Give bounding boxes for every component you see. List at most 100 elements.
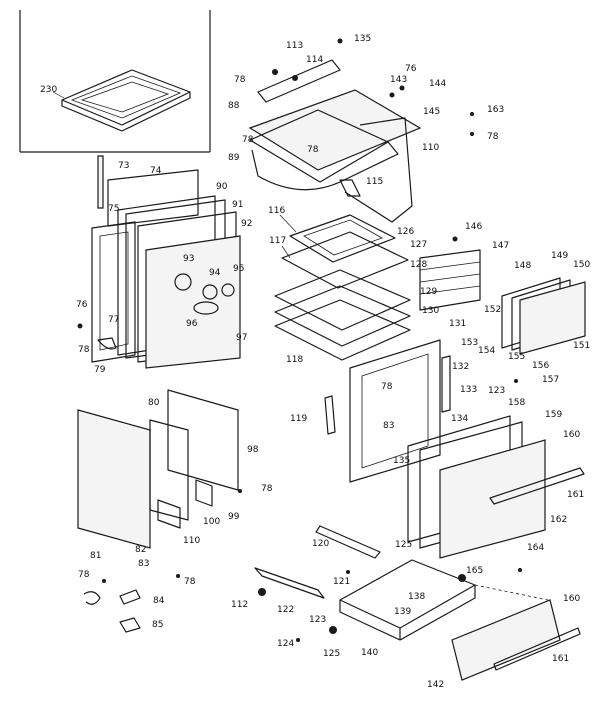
part-label-78h: 78 [78, 570, 90, 580]
oven-door [407, 379, 585, 559]
part-label-90: 90 [216, 182, 228, 192]
part-label-161b: 161 [552, 654, 569, 664]
part-label-113: 113 [286, 41, 303, 51]
part-label-114: 114 [306, 55, 323, 65]
part-label-140: 140 [361, 648, 378, 658]
part-label-132: 132 [452, 362, 469, 372]
part-label-78i: 78 [184, 577, 196, 587]
part-label-75: 75 [108, 204, 119, 214]
part-label-100: 100 [203, 517, 220, 527]
part-label-97: 97 [236, 333, 247, 343]
part-label-95: 95 [233, 264, 244, 274]
part-label-88: 88 [228, 101, 240, 111]
part-label-73: 73 [118, 161, 129, 171]
part-label-146: 146 [465, 222, 482, 232]
part-label-99: 99 [228, 512, 240, 522]
part-label-165: 165 [466, 566, 483, 576]
part-label-149: 149 [551, 251, 568, 261]
part-label-79: 79 [94, 365, 106, 375]
cooktop-assembly [248, 38, 474, 223]
part-label-164: 164 [527, 543, 544, 553]
part-label-125a: 125 [395, 540, 412, 550]
part-label-130: 130 [422, 306, 439, 316]
part-label-81: 81 [90, 551, 101, 561]
part-label-142: 142 [427, 680, 444, 690]
part-label-93: 93 [183, 254, 194, 264]
part-label-125b: 125 [323, 649, 340, 659]
part-label-121: 121 [333, 577, 350, 587]
part-label-115: 115 [366, 177, 383, 187]
part-label-148: 148 [514, 261, 531, 271]
part-label-89: 89 [228, 153, 240, 163]
part-label-110a: 110 [422, 143, 439, 153]
part-label-78e: 78 [78, 345, 90, 355]
part-label-135a: 135 [354, 34, 371, 44]
part-label-138: 138 [408, 592, 425, 602]
left-side-panel-assembly [77, 155, 241, 369]
part-label-80: 80 [148, 398, 160, 408]
part-label-85: 85 [152, 620, 163, 630]
part-label-78b: 78 [487, 132, 499, 142]
part-label-117: 117 [269, 236, 286, 246]
part-label-78f: 78 [381, 382, 393, 392]
part-label-154: 154 [478, 346, 495, 356]
part-label-131: 131 [449, 319, 466, 329]
part-label-91: 91 [232, 200, 243, 210]
part-label-83a: 83 [383, 421, 394, 431]
part-label-128: 128 [410, 260, 427, 270]
part-label-76a: 76 [405, 64, 417, 74]
part-label-160a: 160 [563, 430, 580, 440]
part-label-83b: 83 [138, 559, 149, 569]
part-label-98: 98 [247, 445, 259, 455]
part-label-110b: 110 [183, 536, 200, 546]
part-label-74: 74 [150, 166, 162, 176]
part-label-127: 127 [410, 240, 427, 250]
part-label-145: 145 [423, 107, 440, 117]
part-label-116: 116 [268, 206, 285, 216]
part-label-150: 150 [573, 260, 590, 270]
broiler-pan-inset [19, 10, 211, 153]
part-label-123b: 123 [309, 615, 326, 625]
part-label-82: 82 [135, 545, 146, 555]
part-label-122: 122 [277, 605, 294, 615]
part-label-158: 158 [508, 398, 525, 408]
part-label-78g: 78 [261, 484, 273, 494]
part-label-96: 96 [186, 319, 198, 329]
part-label-123a: 123 [488, 386, 505, 396]
part-label-163: 163 [487, 105, 504, 115]
part-label-112: 112 [231, 600, 248, 610]
part-label-230: 230 [40, 85, 57, 95]
part-label-119: 119 [290, 414, 307, 424]
part-label-144: 144 [429, 79, 446, 89]
part-label-78d: 78 [307, 145, 319, 155]
part-label-152: 152 [484, 305, 501, 315]
part-label-160b: 160 [563, 594, 580, 604]
part-label-139: 139 [394, 607, 411, 617]
part-label-92: 92 [241, 219, 252, 229]
part-label-120: 120 [312, 539, 329, 549]
part-label-129: 129 [420, 287, 437, 297]
part-label-161a: 161 [567, 490, 584, 500]
part-label-77: 77 [108, 315, 119, 325]
part-label-118: 118 [286, 355, 303, 365]
part-label-147: 147 [492, 241, 509, 251]
part-label-134: 134 [451, 414, 468, 424]
part-label-78a: 78 [234, 75, 246, 85]
part-label-159: 159 [545, 410, 562, 420]
part-label-155: 155 [508, 352, 525, 362]
part-label-133: 133 [460, 385, 477, 395]
broiler-pan [61, 69, 191, 132]
part-label-157: 157 [542, 375, 559, 385]
part-label-124: 124 [277, 639, 294, 649]
storage-drawer [254, 525, 581, 681]
part-label-78c: 78 [242, 135, 254, 145]
side-and-rear-panels [77, 389, 242, 583]
part-label-76b: 76 [76, 300, 88, 310]
oven-burner-trays [274, 214, 411, 361]
part-label-153: 153 [461, 338, 478, 348]
part-label-126: 126 [397, 227, 414, 237]
oven-racks [419, 236, 481, 311]
